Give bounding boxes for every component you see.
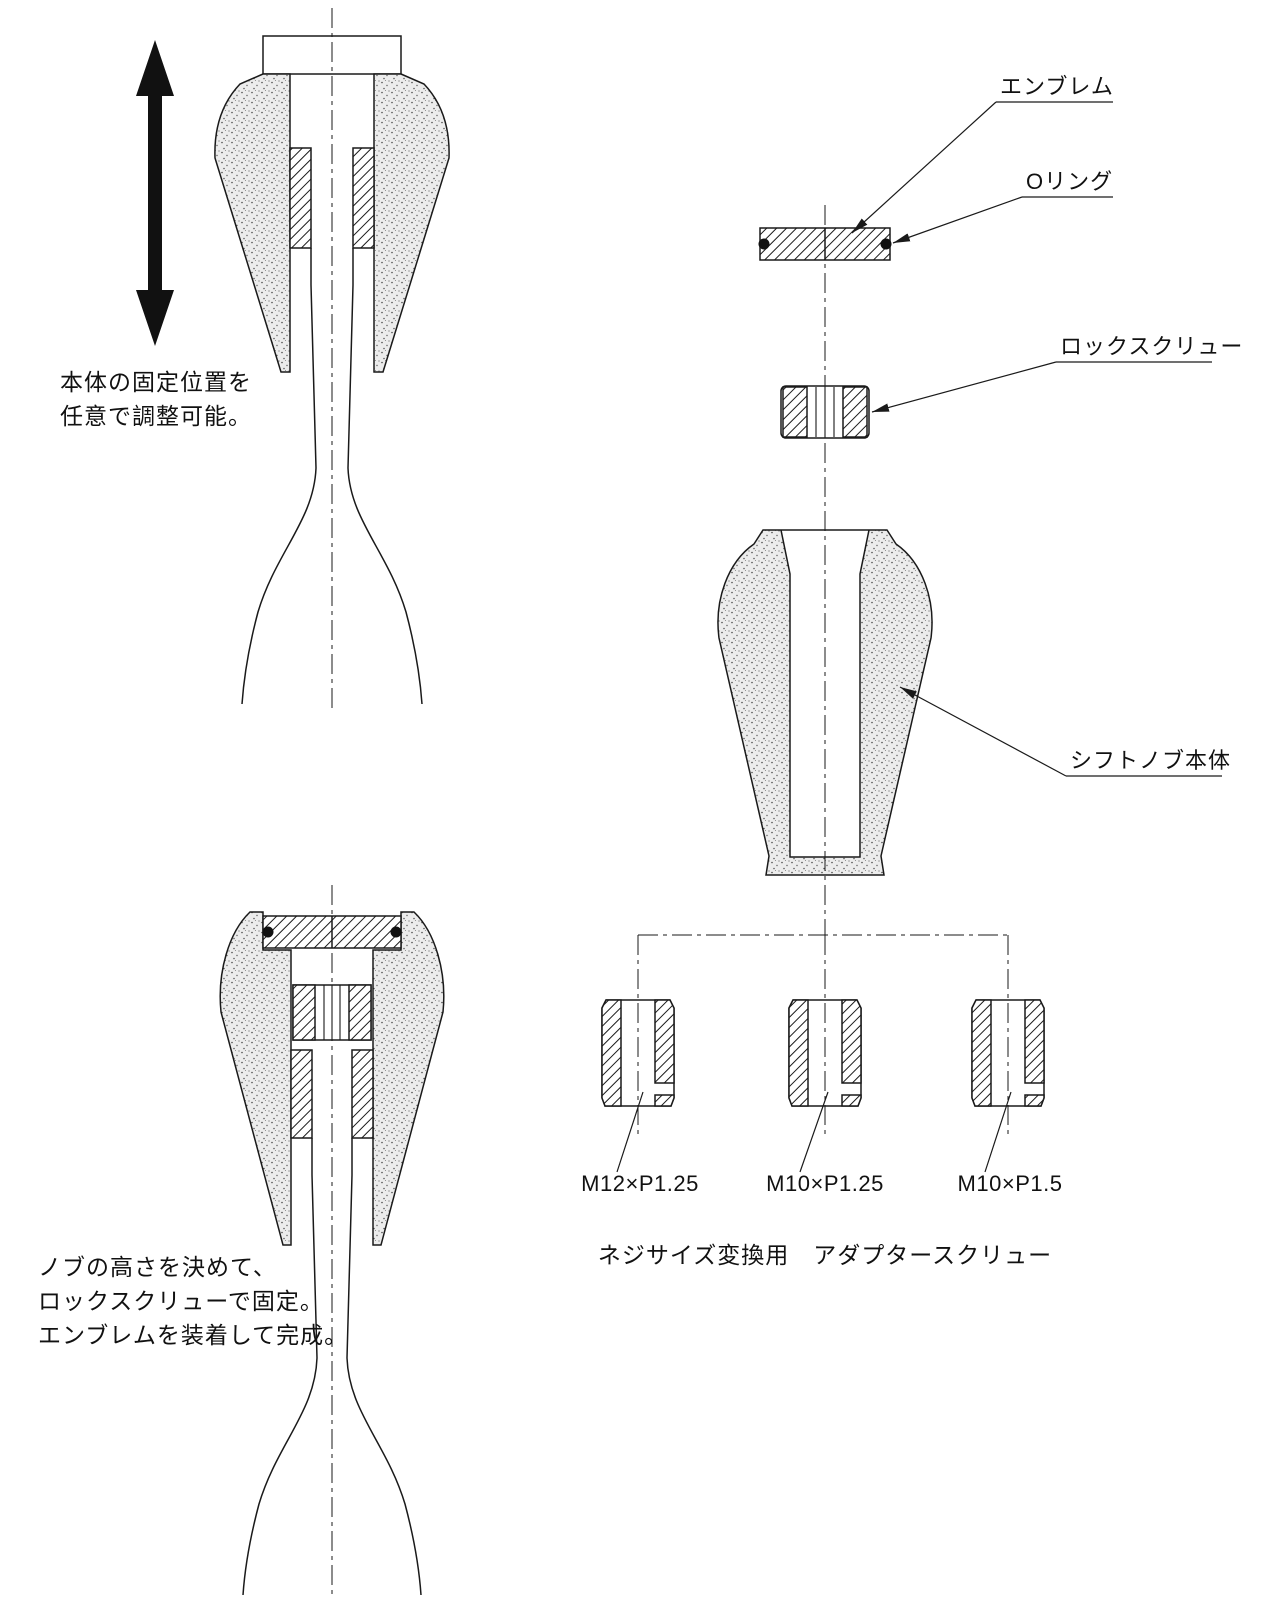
oring-section-right <box>880 238 892 250</box>
oring-leader-line <box>892 196 1023 244</box>
sleeve-section-left <box>290 1049 313 1139</box>
lever-boot-right-edge <box>347 467 423 705</box>
oring-section-left <box>758 238 770 250</box>
label-adapter-m12-p125: M12×P1.25 <box>581 1171 699 1196</box>
knob-body-left-half <box>219 911 292 1246</box>
knob-body-section <box>717 529 933 876</box>
adapter3-leader-line <box>984 1091 1012 1173</box>
lock-screw-section-left <box>289 147 312 249</box>
exploded-centerlines <box>637 205 1009 1135</box>
sleeve-section-right <box>351 1049 374 1139</box>
knob-body-right-half <box>372 911 445 1246</box>
note-finish-line1: ノブの高さを決めて、 <box>38 1254 277 1280</box>
oring-section-left <box>262 926 274 938</box>
shift-lever-shaft-right-edge <box>347 248 354 469</box>
adapter1-leader-line <box>616 1091 644 1173</box>
label-lock-screw: ロックスクリュー <box>1060 334 1243 359</box>
lock-screw-wall-left <box>292 984 316 1041</box>
lever-boot-right-edge <box>346 1357 422 1596</box>
knob-body-left-half <box>214 73 291 373</box>
adapter-caption: ネジサイズ変換用 アダプタースクリュー <box>598 1242 1052 1268</box>
lever-boot-left-edge <box>241 467 317 705</box>
view-knob-assembled <box>219 911 445 1596</box>
shift-lever-shaft-right-edge <box>346 1138 353 1359</box>
lever-boot-left-edge <box>242 1357 318 1596</box>
adapter2-leader-line <box>799 1091 829 1173</box>
view-knob-height-adjust <box>214 35 450 705</box>
emblem-leader-line <box>851 101 997 234</box>
lock-screw-section-right <box>352 147 375 249</box>
lock-screw-wall-right <box>348 984 372 1041</box>
adjust-direction-arrow-icon <box>136 40 174 346</box>
callout-leaders <box>616 101 1222 1173</box>
note-finish-line3: エンブレムを装着して完成。 <box>38 1322 348 1348</box>
lock-screw-wall-left <box>782 386 808 438</box>
note-finish-line2: ロックスクリューで固定。 <box>38 1288 324 1314</box>
shift-lever-shaft-left-edge <box>310 248 317 469</box>
label-adapter-m10-p15: M10×P1.5 <box>958 1171 1063 1196</box>
knob-body-right-half <box>373 73 450 373</box>
label-emblem: エンブレム <box>1000 74 1114 99</box>
label-knob-body: シフトノブ本体 <box>1070 748 1231 773</box>
lock-screw-leader-line <box>871 361 1057 413</box>
label-oring: Oリング <box>1026 169 1113 194</box>
note-adjust-line2: 任意で調整可能。 <box>60 403 252 429</box>
view-exploded <box>601 227 1045 1107</box>
oring-section-right <box>390 926 402 938</box>
knob-body-leader-line <box>899 686 1067 777</box>
lock-screw-wall-right <box>842 386 868 438</box>
note-adjust-line1: 本体の固定位置を <box>60 369 252 395</box>
adapter-screw-m10-p15 <box>971 999 1045 1107</box>
label-adapter-m10-p125: M10×P1.25 <box>766 1171 884 1196</box>
shift-lever-shaft-left-edge <box>311 1138 318 1359</box>
